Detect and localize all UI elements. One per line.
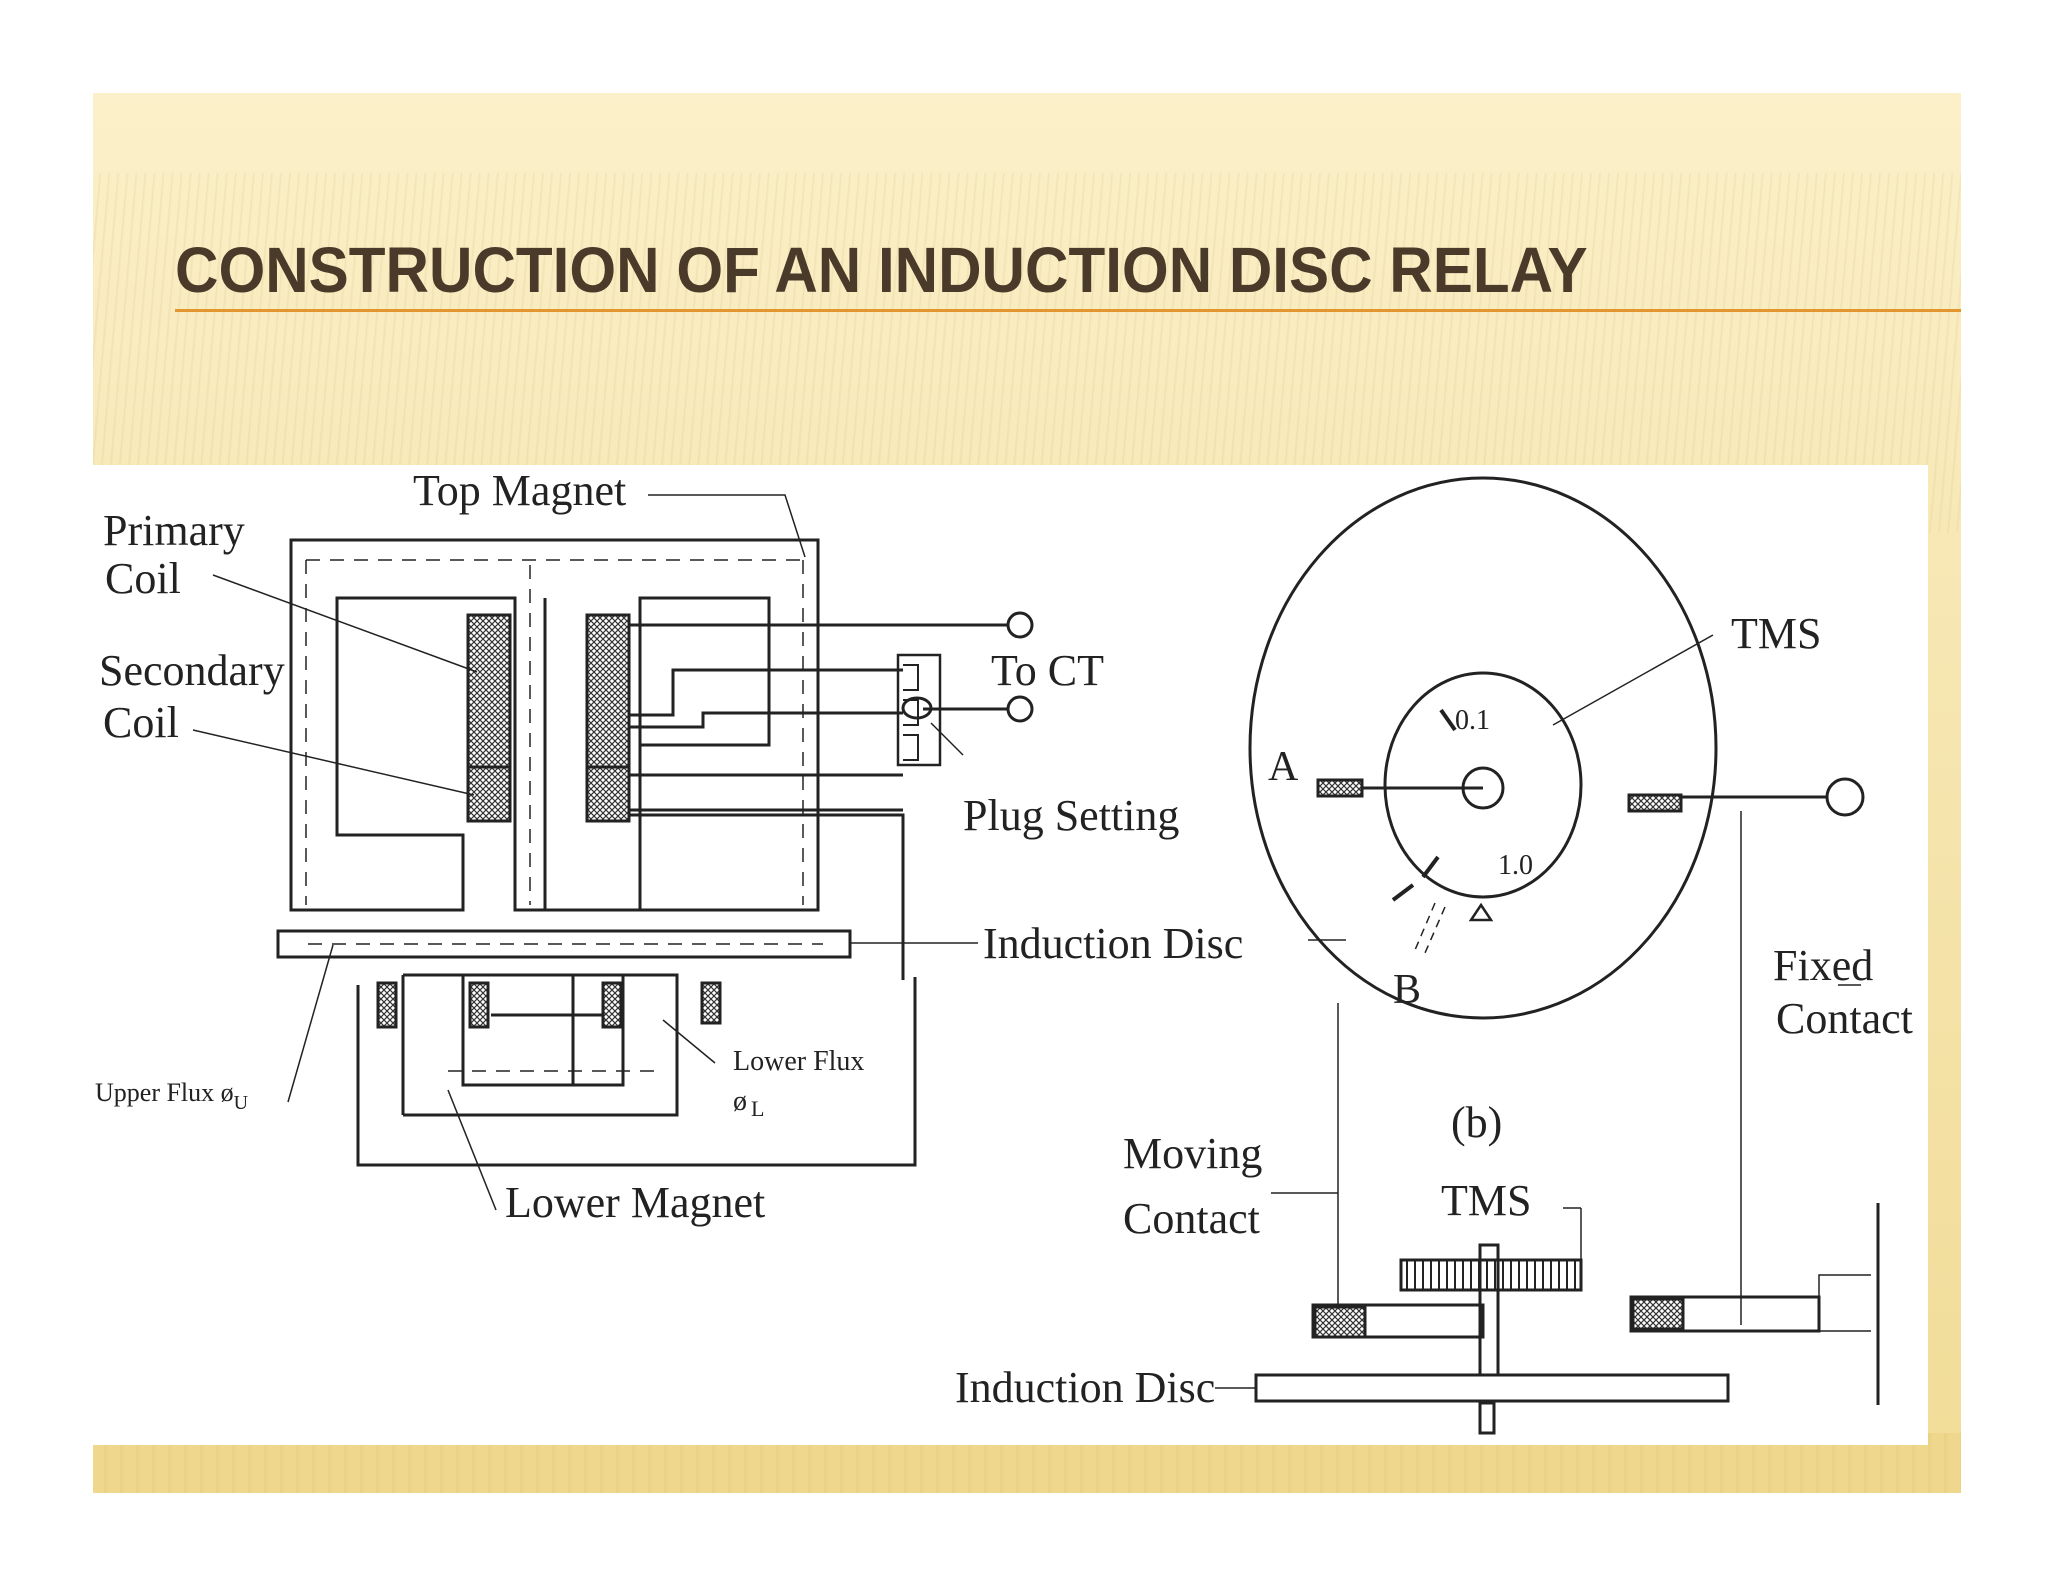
upper-flux-label: Upper Flux øU	[95, 1078, 249, 1114]
primary-wire-3	[629, 711, 903, 729]
upper-flux-coil-left	[376, 981, 398, 1029]
moving-contact-label-line2: Contact	[1123, 1194, 1260, 1243]
right-disc-plan	[1248, 476, 1865, 1325]
relay-diagram: Top Magnet Primary Coil Secondary Coil T…	[95, 466, 1913, 1435]
top-magnet-inner-dashed	[305, 559, 804, 905]
lower-flux-leader	[662, 1019, 716, 1064]
secondary-coil-label-line2: Coil	[103, 698, 179, 747]
induction-disc-bottom-label: Induction Disc	[955, 1363, 1215, 1412]
lower-magnet-core	[403, 973, 679, 1117]
title-underline	[175, 309, 1961, 312]
left-relay-drawing	[192, 494, 1034, 1211]
tms-label: TMS	[1731, 609, 1821, 658]
induction-disc-side	[276, 929, 852, 959]
top-magnet-outline	[289, 538, 820, 912]
secondary-coil-label-line1: Secondary	[99, 646, 285, 695]
fixed-contact-plan	[1627, 793, 1683, 813]
left-leader-lines	[192, 494, 978, 1211]
ct-terminal-top-icon	[1006, 611, 1034, 639]
fixed-contact-side	[1631, 1297, 1685, 1331]
fixed-arm-side	[1629, 1295, 1821, 1333]
left-labels: Top Magnet Primary Coil Secondary Coil T…	[95, 466, 1243, 1227]
moving-arm-side	[1311, 1303, 1485, 1339]
lower-flux-label-line1: Lower Flux	[733, 1046, 864, 1077]
moving-contact-side	[1313, 1305, 1367, 1339]
lower-magnet-leader	[447, 1089, 497, 1211]
right-labels: TMS 0.1 1.0 A B Fixed Contact (b) Moving…	[955, 609, 1913, 1412]
tms-bottom-label: TMS	[1441, 1176, 1531, 1225]
tms-dial-circle	[1383, 671, 1583, 899]
fixed-contact-label-line2: Contact	[1776, 994, 1913, 1043]
lower-return-wire	[627, 810, 905, 980]
lower-magnet-label: Lower Magnet	[505, 1178, 765, 1227]
dial-tick-min	[1439, 708, 1457, 732]
dial-max-label: 1.0	[1498, 850, 1533, 881]
tms-gear	[1399, 1258, 1583, 1292]
lower-magnet-outline	[356, 973, 917, 1167]
plug-setting-leader	[930, 722, 964, 756]
plug-setting-label: Plug Setting	[963, 791, 1179, 840]
ct-terminal-bottom-icon	[1006, 695, 1034, 723]
spindle-lower	[1478, 1401, 1496, 1435]
primary-coil-label-line1: Primary	[103, 506, 245, 555]
fixed-terminal-icon	[1825, 777, 1865, 817]
stop-pin-icon	[1468, 902, 1494, 922]
tms-leader	[1552, 634, 1714, 726]
secondary-coil-leader	[192, 729, 475, 796]
point-a-label: A	[1268, 744, 1299, 790]
b-position-dashed	[1414, 902, 1446, 954]
plug-pin-icon	[901, 696, 933, 720]
primary-coil-right	[585, 613, 631, 787]
plug-setting-block	[896, 653, 942, 767]
lower-coil-left	[468, 981, 490, 1029]
upper-flux-coil-right	[700, 981, 722, 1025]
fixed-contact-bracket	[1818, 1274, 1871, 1332]
top-magnet-leader	[648, 494, 806, 558]
primary-coil-leader	[212, 574, 478, 673]
lower-coil-right	[601, 981, 623, 1029]
induction-disc-side-b	[1254, 1373, 1730, 1403]
top-magnet-label: Top Magnet	[413, 466, 626, 515]
primary-coil-left	[466, 613, 512, 787]
primary-wire-2	[629, 668, 903, 717]
relay-diagram-panel: Top Magnet Primary Coil Secondary Coil T…	[93, 465, 1928, 1445]
induction-disc-label: Induction Disc	[983, 919, 1243, 968]
primary-coil-label-line2: Coil	[105, 554, 181, 603]
secondary-coil-right	[585, 765, 631, 823]
to-ct-label: To CT	[991, 646, 1104, 695]
dial-tick-mid2	[1391, 883, 1415, 902]
slide-title: CONSTRUCTION OF AN INDUCTION DISC RELAY	[175, 234, 1588, 306]
top-magnet-center-limb	[513, 598, 547, 910]
right-side-elevation	[1215, 1203, 1880, 1435]
upper-flux-leader	[287, 944, 334, 1103]
point-b-label: B	[1393, 967, 1421, 1013]
moving-contact-plan	[1316, 778, 1364, 798]
disc-outer-circle	[1248, 476, 1718, 1020]
fixed-contact-label-line1: Fixed	[1773, 941, 1873, 990]
caption-b: (b)	[1451, 1098, 1502, 1147]
moving-contact-label-line1: Moving	[1123, 1129, 1262, 1178]
dial-tick-mid	[1421, 855, 1440, 879]
right-leader-lines	[1271, 634, 1861, 1325]
secondary-coil-left	[466, 765, 512, 823]
dial-min-label: 0.1	[1455, 705, 1490, 736]
